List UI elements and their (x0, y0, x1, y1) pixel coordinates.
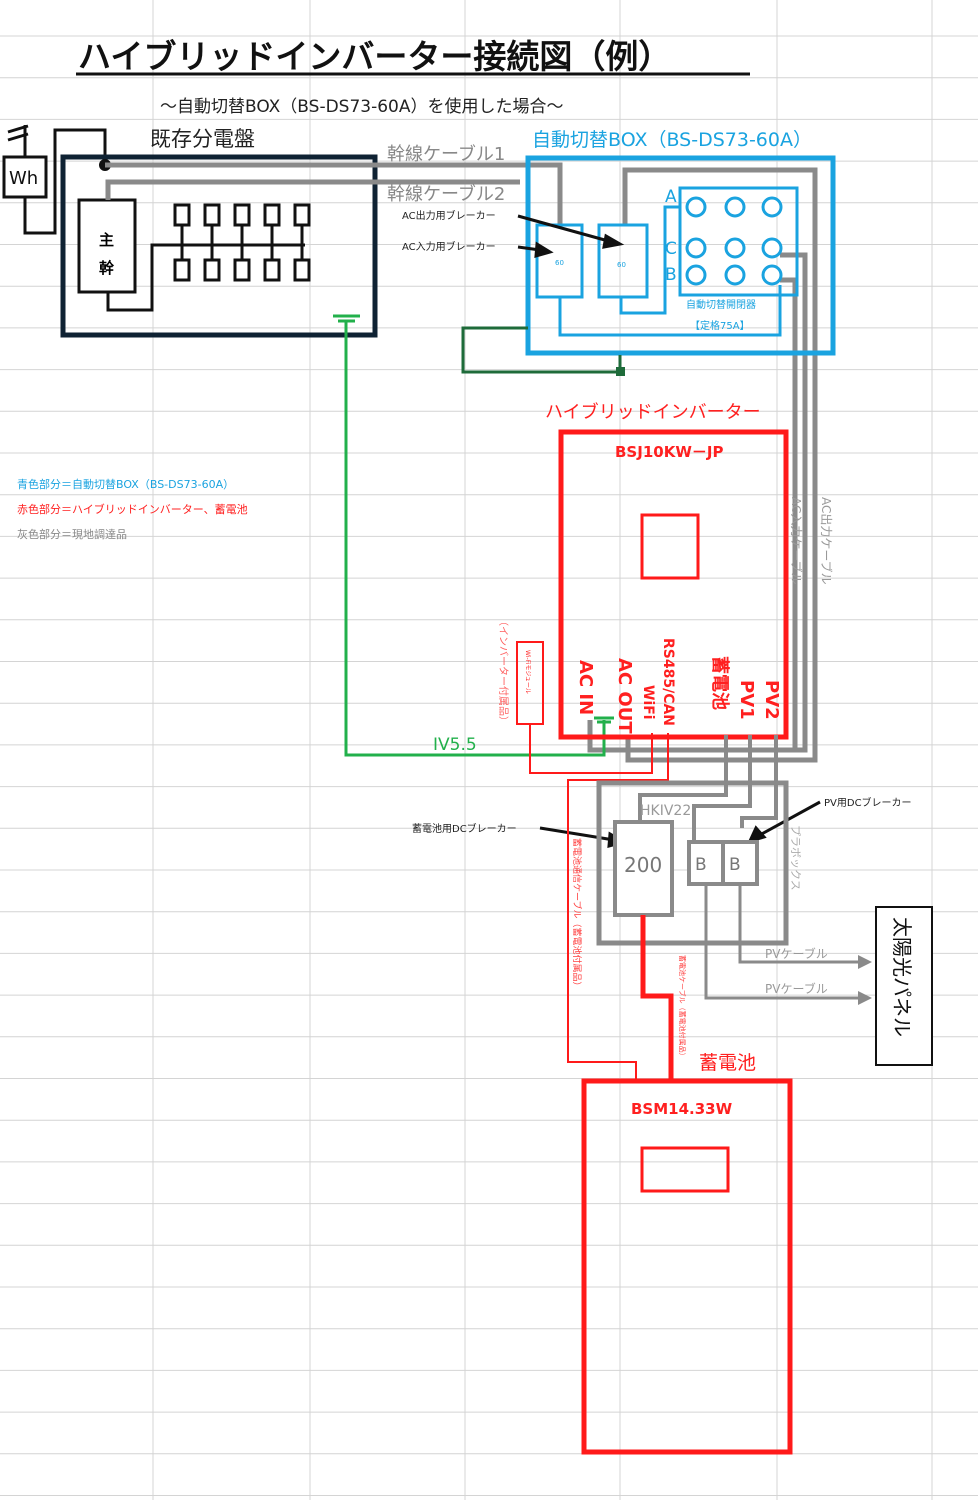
main-breaker-label-2: 幹 (99, 259, 115, 277)
meter-label: Wh (9, 168, 38, 189)
breaker-mark: 60 (555, 259, 564, 267)
branch-breaker (263, 203, 281, 227)
port-battery: 蓄電池 (709, 656, 731, 710)
branch-breakers (173, 203, 311, 282)
arrow-icon (858, 991, 872, 1005)
branch-breaker (233, 203, 251, 227)
page-title: ハイブリッドインバーター接続図（例） (78, 37, 671, 76)
terminal-circle (761, 196, 783, 218)
trunk-cable-2-label: 幹線ケーブル2 (387, 183, 505, 205)
legend-gray: 灰色部分＝現地調達品 (17, 527, 127, 541)
hkiv-cable-label: HKIV22 (640, 803, 691, 819)
terminal-circle (685, 196, 707, 218)
branch-breaker (203, 203, 221, 227)
port-ac-in: AC IN (575, 660, 596, 715)
pv-cable-2-label: PVケーブル (765, 981, 828, 996)
inverter-display (640, 513, 700, 580)
wifi-module-label: Wi-Fiモジュール (524, 650, 531, 694)
terminal-circle (685, 237, 707, 259)
bus-bar (106, 243, 305, 312)
pv-cables (704, 884, 860, 1000)
port-pv1: PV1 (736, 680, 757, 720)
battery-unit (581, 1078, 793, 1455)
meter (2, 124, 107, 235)
branch-breaker (293, 258, 311, 282)
branch-breaker (173, 203, 191, 227)
battery-display (640, 1146, 730, 1193)
port-ac-out: AC OUT (614, 658, 635, 734)
switch-box-internals (535, 186, 799, 337)
terminal-c: C (665, 239, 677, 259)
branch-breaker (233, 258, 251, 282)
auto-switch-box (525, 155, 836, 356)
terminal-a: A (665, 187, 677, 207)
battery-power-cable-label: 蓄電池ケーブル（蓄電池付属品） (678, 955, 687, 1060)
inverter-model: BSJ10KW－JP (615, 443, 723, 461)
pv-cable-1-label: PVケーブル (765, 946, 828, 961)
switch-label: 自動切替開閉器 (686, 298, 756, 311)
solar-panel (875, 906, 933, 1066)
ground-wire (333, 314, 614, 757)
branch-breaker (173, 258, 191, 282)
dc-wiring (638, 735, 778, 842)
switch-terminals (685, 196, 783, 286)
terminal-circle (724, 264, 746, 286)
terminal-circle (724, 196, 746, 218)
inverter-ports: AC IN AC OUT WiFi RS485/CAN 蓄電池 PV1 PV2 (575, 638, 782, 734)
ac-in-breaker-label: AC入力用ブレーカー (402, 240, 496, 253)
switch-box-label: 自動切替BOX（BS-DS73-60A） (532, 129, 812, 151)
port-pv2: PV2 (761, 680, 782, 720)
pointer-arrows (517, 214, 821, 848)
port-wifi: WiFi (640, 685, 656, 720)
breaker-mark: 60 (617, 261, 626, 269)
ac-out-cable-label: AC出力ケーブル (819, 497, 834, 585)
branch-breaker (293, 203, 311, 227)
main-breaker-label-1: 主 (99, 231, 114, 249)
battery-dc-breaker (613, 820, 674, 917)
plastic-box (596, 780, 789, 946)
terminal-circle (724, 237, 746, 259)
terminal-circle (685, 264, 707, 286)
battery-model: BSM14.33W (631, 1100, 733, 1118)
ground-terminal (616, 367, 625, 376)
pv-dc-breaker-label: PV用DCブレーカー (824, 796, 912, 809)
ac-in-cable-label: AC入力ケーブル (789, 497, 804, 585)
legend-blue: 青色部分＝自動切替BOX（BS-DS73-60A） (17, 477, 234, 491)
trunk-cable-1-label: 幹線ケーブル1 (387, 143, 505, 165)
pv-breaker-1-label: B (695, 855, 707, 875)
inverter-label: ハイブリッドインバーター (545, 401, 761, 423)
pv-breaker-2-label: B (729, 855, 741, 875)
battery-comm-cable-label: 蓄電池通信ケーブル（蓄電池付属品） (571, 838, 583, 990)
existing-panel (60, 154, 378, 338)
ac-out-breaker-label: AC出力用ブレーカー (402, 209, 496, 222)
arrow-icon (858, 955, 872, 969)
ground-cable-label: IV5.5 (433, 735, 477, 755)
terminal-b: B (665, 265, 677, 285)
port-rs485: RS485/CAN (660, 638, 676, 726)
branch-breaker (203, 258, 221, 282)
branch-breaker (263, 258, 281, 282)
plastic-box-label: プラボックス (789, 825, 802, 891)
legend-red: 赤色部分＝ハイブリッドインバーター、蓄電池 (17, 502, 248, 516)
wifi-module-note: （インバーター付属品） (497, 616, 510, 726)
hybrid-inverter (558, 429, 789, 740)
subtitle: ～自動切替BOX（BS-DS73-60A）を使用した場合～ (160, 96, 564, 117)
battery-dc-breaker-label: 蓄電池用DCブレーカー (412, 822, 517, 835)
switch-rating: 【定格75A】 (690, 319, 750, 332)
terminal-circle (761, 237, 783, 259)
battery-power-cable (640, 915, 674, 1080)
battery-breaker-rating: 200 (624, 853, 662, 877)
terminal-circle (761, 264, 783, 286)
battery-label: 蓄電池 (699, 1052, 756, 1074)
comm-wires (529, 724, 669, 1080)
solar-panel-label: 太陽光パネル (890, 917, 914, 1037)
panel-label: 既存分電盤 (150, 127, 255, 151)
ground-wire-box (461, 326, 622, 374)
